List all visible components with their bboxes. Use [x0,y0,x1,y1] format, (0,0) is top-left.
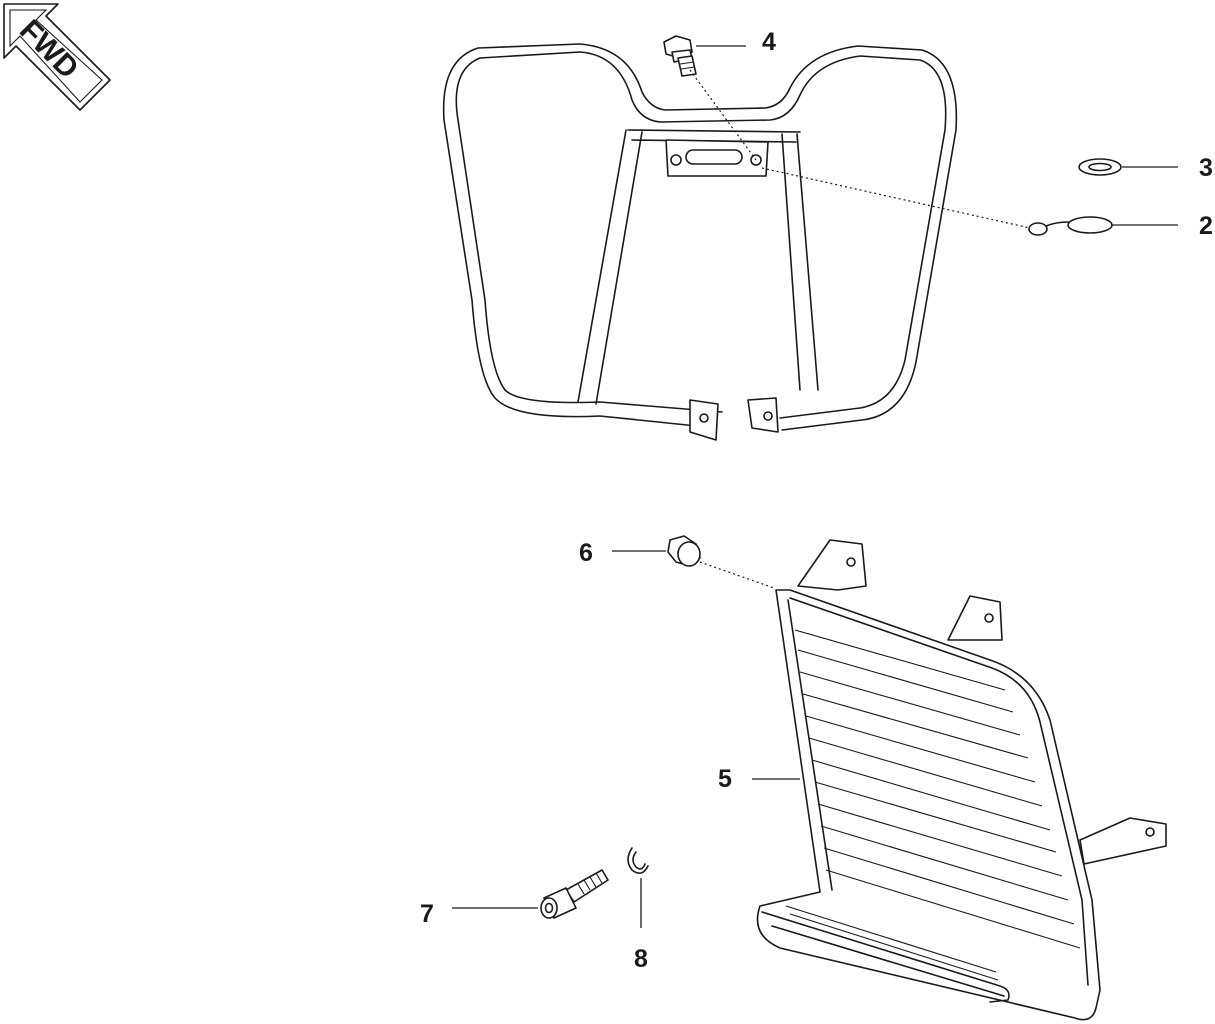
washer-icon [1078,158,1122,176]
callout-2: 2 [1199,212,1213,240]
leader-4-path [689,69,757,161]
leader-6-path [699,561,775,589]
rack-slats [794,629,1081,949]
lower-rack-icon [756,539,1167,1021]
callout-7: 7 [420,900,434,928]
rubber-cap-icon [667,535,701,567]
upper-rack-frame-icon [442,43,958,441]
flange-bolt-icon [663,35,697,77]
spring-pin-icon [1028,216,1113,236]
callout-4: 4 [762,28,776,56]
callout-5: 5 [718,765,732,793]
snap-ring-icon [627,847,649,874]
fwd-arrow-icon [3,3,111,111]
leader-2-path [761,167,1031,229]
socket-head-bolt-icon [540,869,609,919]
callout-6: 6 [579,539,593,567]
fwd-arrow-badge: FWD [3,3,111,111]
callout-8: 8 [634,945,648,973]
callout-3: 3 [1199,154,1213,182]
